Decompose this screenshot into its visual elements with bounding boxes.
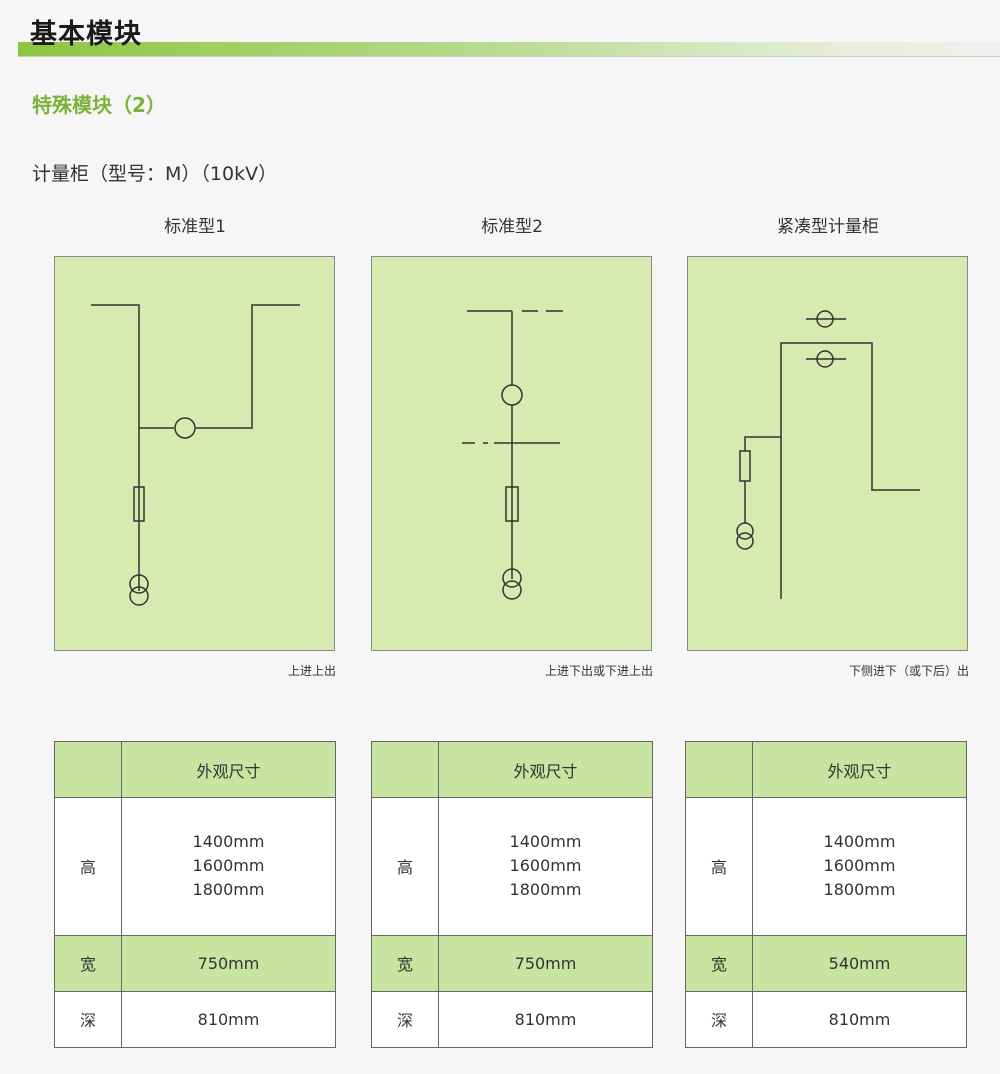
panel-title-standard-1: 标准型1 xyxy=(164,217,226,237)
depth-value: 810mm xyxy=(438,990,653,1049)
wiring-diagram-standard-2 xyxy=(371,256,652,651)
depth-label: 深 xyxy=(54,990,122,1049)
depth-label: 深 xyxy=(685,990,753,1049)
header-gradient-bar xyxy=(18,42,1000,56)
panel-title-standard-2: 标准型2 xyxy=(481,217,543,237)
wiring-diagram-compact xyxy=(687,256,968,651)
bus-line xyxy=(91,304,140,591)
width-value: 750mm xyxy=(121,934,336,992)
table-header: 外观尺寸 xyxy=(121,740,336,799)
voltage-transformer-upper xyxy=(502,568,522,588)
table-header: 外观尺寸 xyxy=(752,740,967,799)
cabinet-heading: 计量柜（型号：M）（10kV） xyxy=(32,163,278,185)
voltage-transformer-lower xyxy=(502,580,522,600)
depth-value: 810mm xyxy=(121,990,336,1049)
current-transformer-lower xyxy=(816,350,834,368)
height-label: 高 xyxy=(371,797,439,936)
page-title: 基本模块 xyxy=(30,19,142,50)
depth-value: 810mm xyxy=(752,990,967,1049)
height-label: 高 xyxy=(685,797,753,936)
fuse-symbol xyxy=(739,450,751,482)
panel-title-compact: 紧凑型计量柜 xyxy=(777,217,879,237)
width-value: 750mm xyxy=(438,934,653,992)
current-transformer-upper xyxy=(816,310,834,328)
wiring-diagram-standard-1 xyxy=(54,256,335,651)
height-label: 高 xyxy=(54,797,122,936)
panel-caption-compact: 下侧进下（或下后）出 xyxy=(848,664,969,678)
fuse-symbol xyxy=(505,486,519,522)
section-subtitle: 特殊模块（2） xyxy=(32,93,166,117)
width-label: 宽 xyxy=(685,934,753,992)
current-transformer-symbol xyxy=(174,417,196,439)
main-bus-loop xyxy=(780,342,920,599)
voltage-transformer-upper xyxy=(736,522,754,540)
branch-line xyxy=(744,436,781,451)
depth-label: 深 xyxy=(371,990,439,1049)
fuse-symbol xyxy=(133,486,145,522)
current-transformer-symbol xyxy=(501,384,523,406)
width-value: 540mm xyxy=(752,934,967,992)
table-header: 外观尺寸 xyxy=(438,740,653,799)
voltage-transformer-lower xyxy=(129,586,149,606)
width-label: 宽 xyxy=(371,934,439,992)
voltage-transformer-lower xyxy=(736,532,754,550)
voltage-transformer-upper xyxy=(129,574,149,594)
panel-caption-standard-1: 上进上出 xyxy=(287,664,336,678)
width-label: 宽 xyxy=(54,934,122,992)
panel-caption-standard-2: 上进下出或下进上出 xyxy=(544,664,653,678)
outlet-line xyxy=(196,304,300,429)
header-divider xyxy=(18,56,1000,57)
